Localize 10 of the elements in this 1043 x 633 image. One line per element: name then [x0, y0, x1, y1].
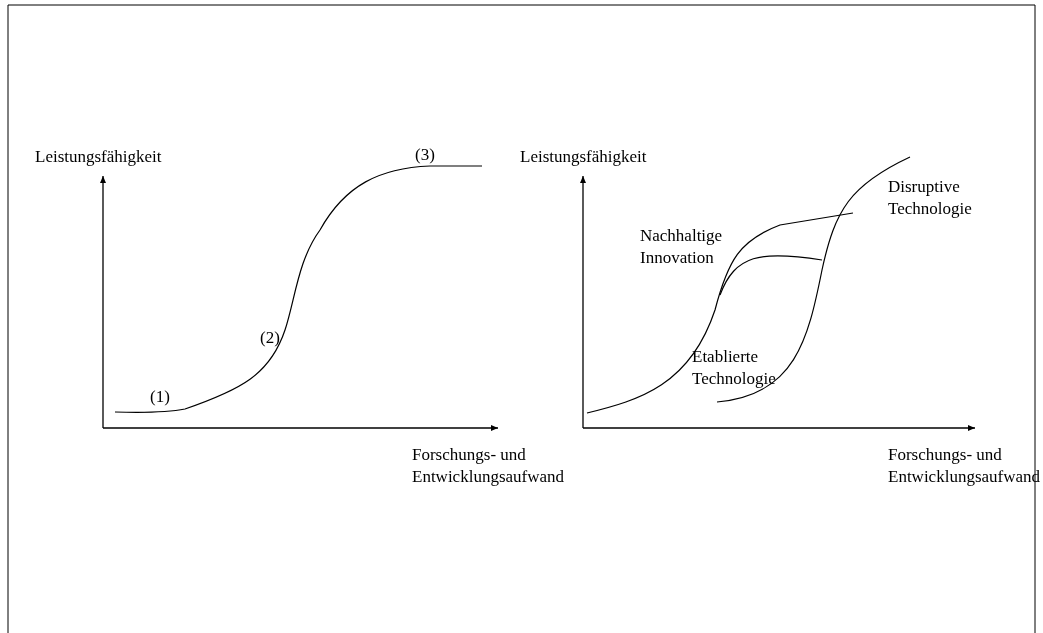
axis-label: Forschungs- und Entwicklungsaufwand	[888, 444, 1042, 488]
axis-label: Forschungs- und Entwicklungsaufwand	[412, 444, 566, 488]
stage-number: (1)	[150, 386, 170, 408]
curve-label: Etablierte Technologie	[692, 346, 777, 390]
curve-label: Disruptive Technologie	[888, 176, 973, 220]
stage-number: (2)	[260, 327, 280, 349]
axis-label: Leistungsfähigkeit	[35, 146, 162, 168]
axis-label: Leistungsfähigkeit	[520, 146, 647, 168]
stage-number: (3)	[415, 144, 435, 166]
curve-label: Nachhaltige Innovation	[640, 225, 724, 269]
